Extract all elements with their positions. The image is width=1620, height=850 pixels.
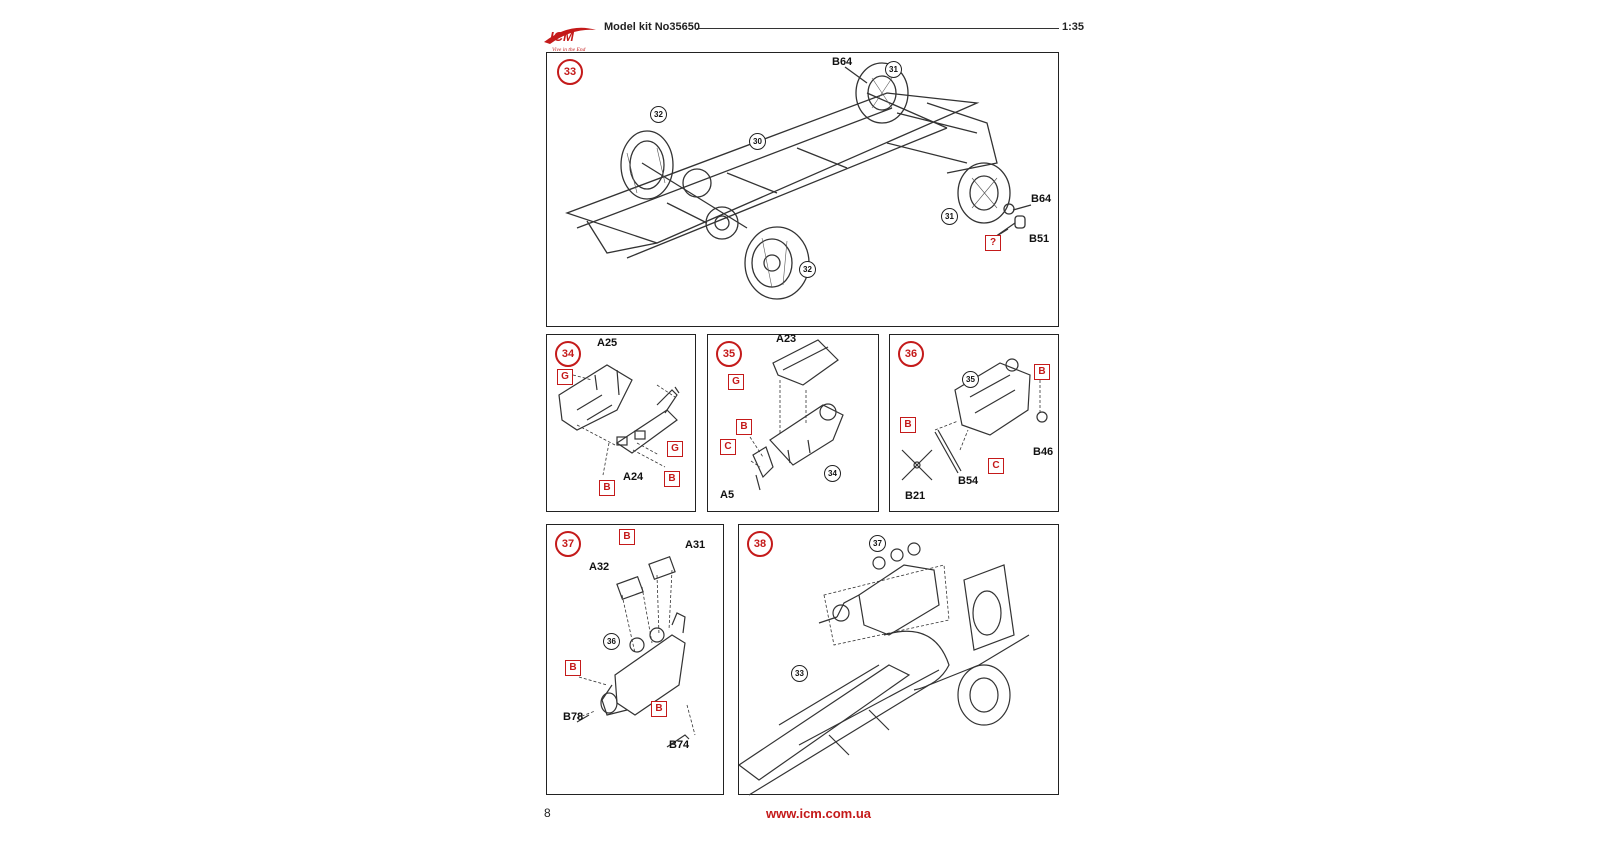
ref-step-31: 31 <box>941 208 958 225</box>
sprue-marker: B <box>565 660 581 676</box>
part-label-b64: B64 <box>832 56 853 68</box>
sprue-marker: G <box>557 369 573 385</box>
step-number: 36 <box>898 341 924 367</box>
ref-step-32: 32 <box>650 106 667 123</box>
sprue-marker: G <box>728 374 744 390</box>
step-33-panel: 33 31 32 30 31 32 B64 B64 B51 ? <box>546 52 1059 327</box>
sprue-marker: B <box>651 701 667 717</box>
sprue-marker: C <box>720 439 736 455</box>
step-35-panel: 35 A23 A5 G B C 34 <box>707 333 879 512</box>
step-number: 38 <box>747 531 773 557</box>
model-kit-number: Model kit No35650 <box>604 21 700 33</box>
part-label-b74: B74 <box>669 739 690 751</box>
ref-step-36: 36 <box>603 633 620 650</box>
part-label-b78: B78 <box>563 711 584 723</box>
step-38-panel: 38 37 33 <box>738 524 1059 796</box>
part-label-a24: A24 <box>623 471 644 483</box>
engine-heads-illustration <box>576 555 696 748</box>
engine-block-illustration <box>749 339 844 491</box>
sprue-marker: G <box>667 441 683 457</box>
ref-step-37: 37 <box>869 535 886 552</box>
step-number: 33 <box>557 59 583 85</box>
part-label-a32: A32 <box>589 561 610 573</box>
svg-text:ICM: ICM <box>550 29 575 44</box>
chassis-illustration <box>565 62 1032 300</box>
sprue-marker: B <box>664 471 680 487</box>
part-label-b54: B54 <box>958 475 979 487</box>
engine-install-illustration <box>739 542 1030 796</box>
website-link[interactable]: www.icm.com.ua <box>766 806 871 821</box>
step-number: 35 <box>716 341 742 367</box>
part-label-b51: B51 <box>1029 233 1050 245</box>
sprue-marker: C <box>988 458 1004 474</box>
part-label-b21: B21 <box>905 490 926 502</box>
sprue-marker: B <box>900 417 916 433</box>
step-number: 37 <box>555 531 581 557</box>
svg-text:Vive in the End: Vive in the End <box>552 47 586 53</box>
part-label-a23: A23 <box>776 333 797 345</box>
part-label-b64: B64 <box>1031 193 1052 205</box>
step-36-panel: 36 35 B B C B46 B54 B21 <box>889 334 1059 512</box>
sprue-marker: B <box>619 529 635 545</box>
ref-step-32: 32 <box>799 261 816 278</box>
ref-step-30: 30 <box>749 133 766 150</box>
sprue-marker: B <box>1034 364 1050 380</box>
part-label-a25: A25 <box>597 337 618 349</box>
part-label-a31: A31 <box>685 539 706 551</box>
step-number: 34 <box>555 341 581 367</box>
header-rule <box>697 28 1059 29</box>
sprue-marker: B <box>599 480 615 496</box>
sprue-marker: ? <box>985 235 1001 251</box>
ref-step-31: 31 <box>885 61 902 78</box>
ref-step-33: 33 <box>791 665 808 682</box>
step-37-panel: 37 B A31 A32 36 B B78 B B74 B <box>546 524 724 795</box>
icm-logo: ICM Vive in the End <box>540 20 600 54</box>
part-label-a5: A5 <box>720 489 735 501</box>
step-34-panel: 34 A25 A24 G G B B <box>546 334 696 512</box>
engine-fan-illustration <box>901 358 1048 481</box>
kit-scale: 1:35 <box>1062 21 1085 33</box>
ref-step-34: 34 <box>824 465 841 482</box>
ref-step-35: 35 <box>962 371 979 388</box>
part-label-b46: B46 <box>1033 446 1054 458</box>
page-number: 8 <box>544 806 551 820</box>
frame-crossmember-illustration <box>558 364 680 476</box>
sprue-marker: B <box>736 419 752 435</box>
